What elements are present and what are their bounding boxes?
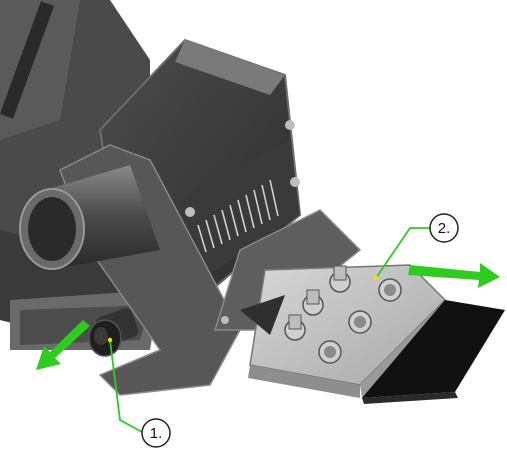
callout-1-label: 1. (150, 425, 163, 442)
outlet-tube (19, 165, 160, 270)
cutter-blade (362, 300, 505, 404)
callout-1: 1. (141, 418, 171, 448)
callout-leaders (107, 227, 432, 433)
move-down-left-arrow-icon (36, 320, 90, 370)
adjustment-knob (88, 308, 139, 357)
callout-2: 2. (429, 213, 459, 243)
callout-2-label: 2. (438, 220, 451, 237)
move-right-arrow-icon (408, 263, 500, 288)
